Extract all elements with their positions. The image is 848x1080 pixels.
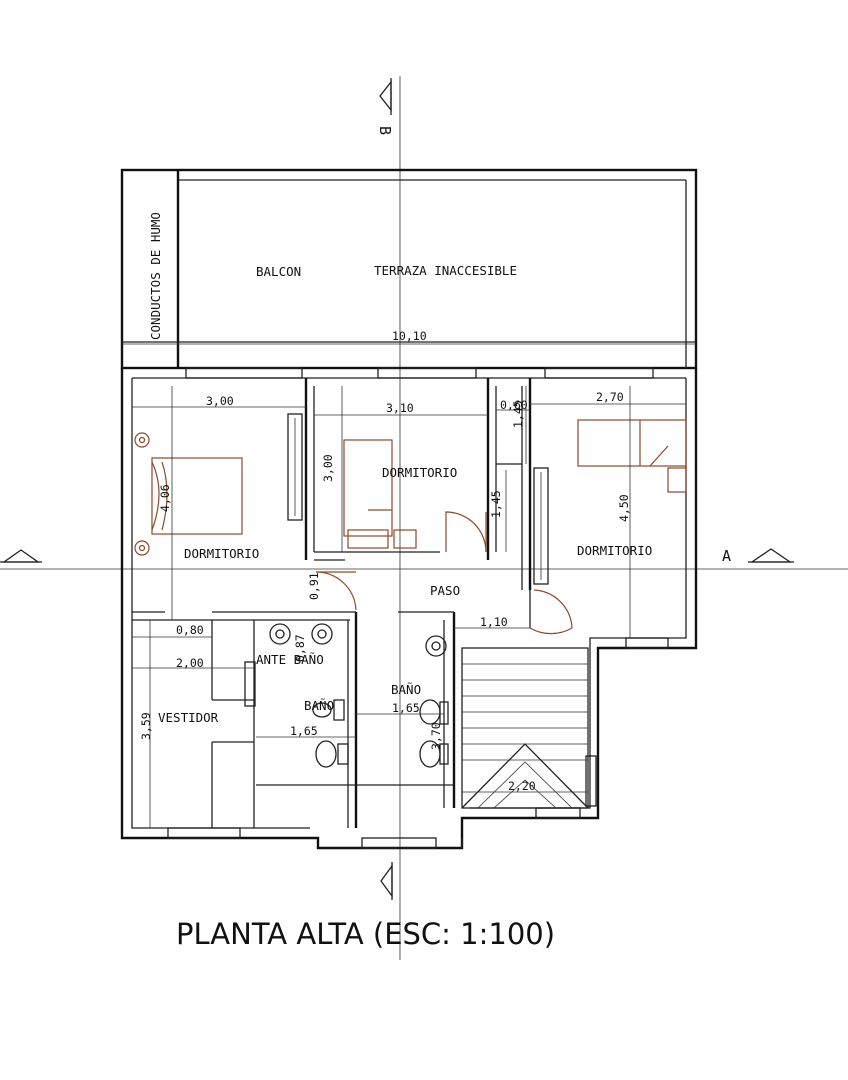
section-label-b-top: B bbox=[376, 126, 394, 135]
doors bbox=[315, 511, 573, 635]
dim-1-10: 1,10 bbox=[480, 615, 508, 629]
bed-center bbox=[343, 439, 393, 537]
dim-3-00-b: 3,00 bbox=[321, 454, 335, 482]
section-line-a: A bbox=[0, 547, 848, 570]
dim-0-80: 0,80 bbox=[176, 623, 204, 637]
dim-10-10: 10,10 bbox=[392, 329, 427, 343]
label-balcon: BALCON bbox=[256, 264, 301, 279]
dim-0-60: 0,60 bbox=[500, 398, 528, 412]
label-dormitorio-right: DORMITORIO bbox=[577, 543, 652, 558]
dimension-lines bbox=[122, 343, 696, 828]
bed-left bbox=[151, 457, 243, 535]
label-bano-2: BAÑO bbox=[391, 682, 421, 697]
label-paso: PASO bbox=[430, 583, 460, 598]
label-ante-bano: ANTE BAÑO bbox=[256, 652, 324, 667]
furniture bbox=[134, 419, 687, 768]
dim-3-00-a: 3,00 bbox=[206, 394, 234, 408]
bed-right bbox=[577, 419, 687, 467]
label-dormitorio-center: DORMITORIO bbox=[382, 465, 457, 480]
section-label-a-right: A bbox=[722, 547, 731, 565]
label-dormitorio-left: DORMITORIO bbox=[184, 546, 259, 561]
plan-title: PLANTA ALTA (ESC: 1:100) bbox=[176, 917, 555, 951]
dim-1-45-a: 1,45 bbox=[511, 400, 525, 428]
dim-2-70: 2,70 bbox=[596, 390, 624, 404]
dim-2-20: 2,20 bbox=[508, 779, 536, 793]
dim-3-10: 3,10 bbox=[386, 401, 414, 415]
dim-3-59: 3,59 bbox=[139, 712, 153, 740]
stairs bbox=[461, 647, 589, 809]
section-line-b: B bbox=[376, 76, 401, 960]
label-terraza: TERRAZA INACCESIBLE bbox=[374, 263, 517, 278]
dim-0-87: 0,87 bbox=[293, 634, 307, 662]
label-vestidor: VESTIDOR bbox=[158, 710, 219, 725]
dim-4-50: 4,50 bbox=[617, 494, 631, 522]
outer-walls bbox=[120, 368, 698, 850]
interior-walls bbox=[132, 378, 532, 828]
dim-0-91: 0,91 bbox=[307, 572, 321, 600]
dim-1-45-b: 1,45 bbox=[489, 490, 503, 518]
label-conductos-de-humo: CONDUCTOS DE HUMO bbox=[148, 212, 163, 340]
dim-2-00: 2,00 bbox=[176, 656, 204, 670]
closets bbox=[244, 413, 549, 707]
label-bano-1: BAÑO bbox=[304, 698, 334, 713]
windows bbox=[167, 367, 669, 849]
dim-3-70: 3,70 bbox=[429, 722, 443, 750]
dim-4-06: 4,06 bbox=[158, 484, 172, 512]
dim-1-65-a: 1,65 bbox=[290, 724, 318, 738]
dim-1-65-b: 1,65 bbox=[392, 701, 420, 715]
